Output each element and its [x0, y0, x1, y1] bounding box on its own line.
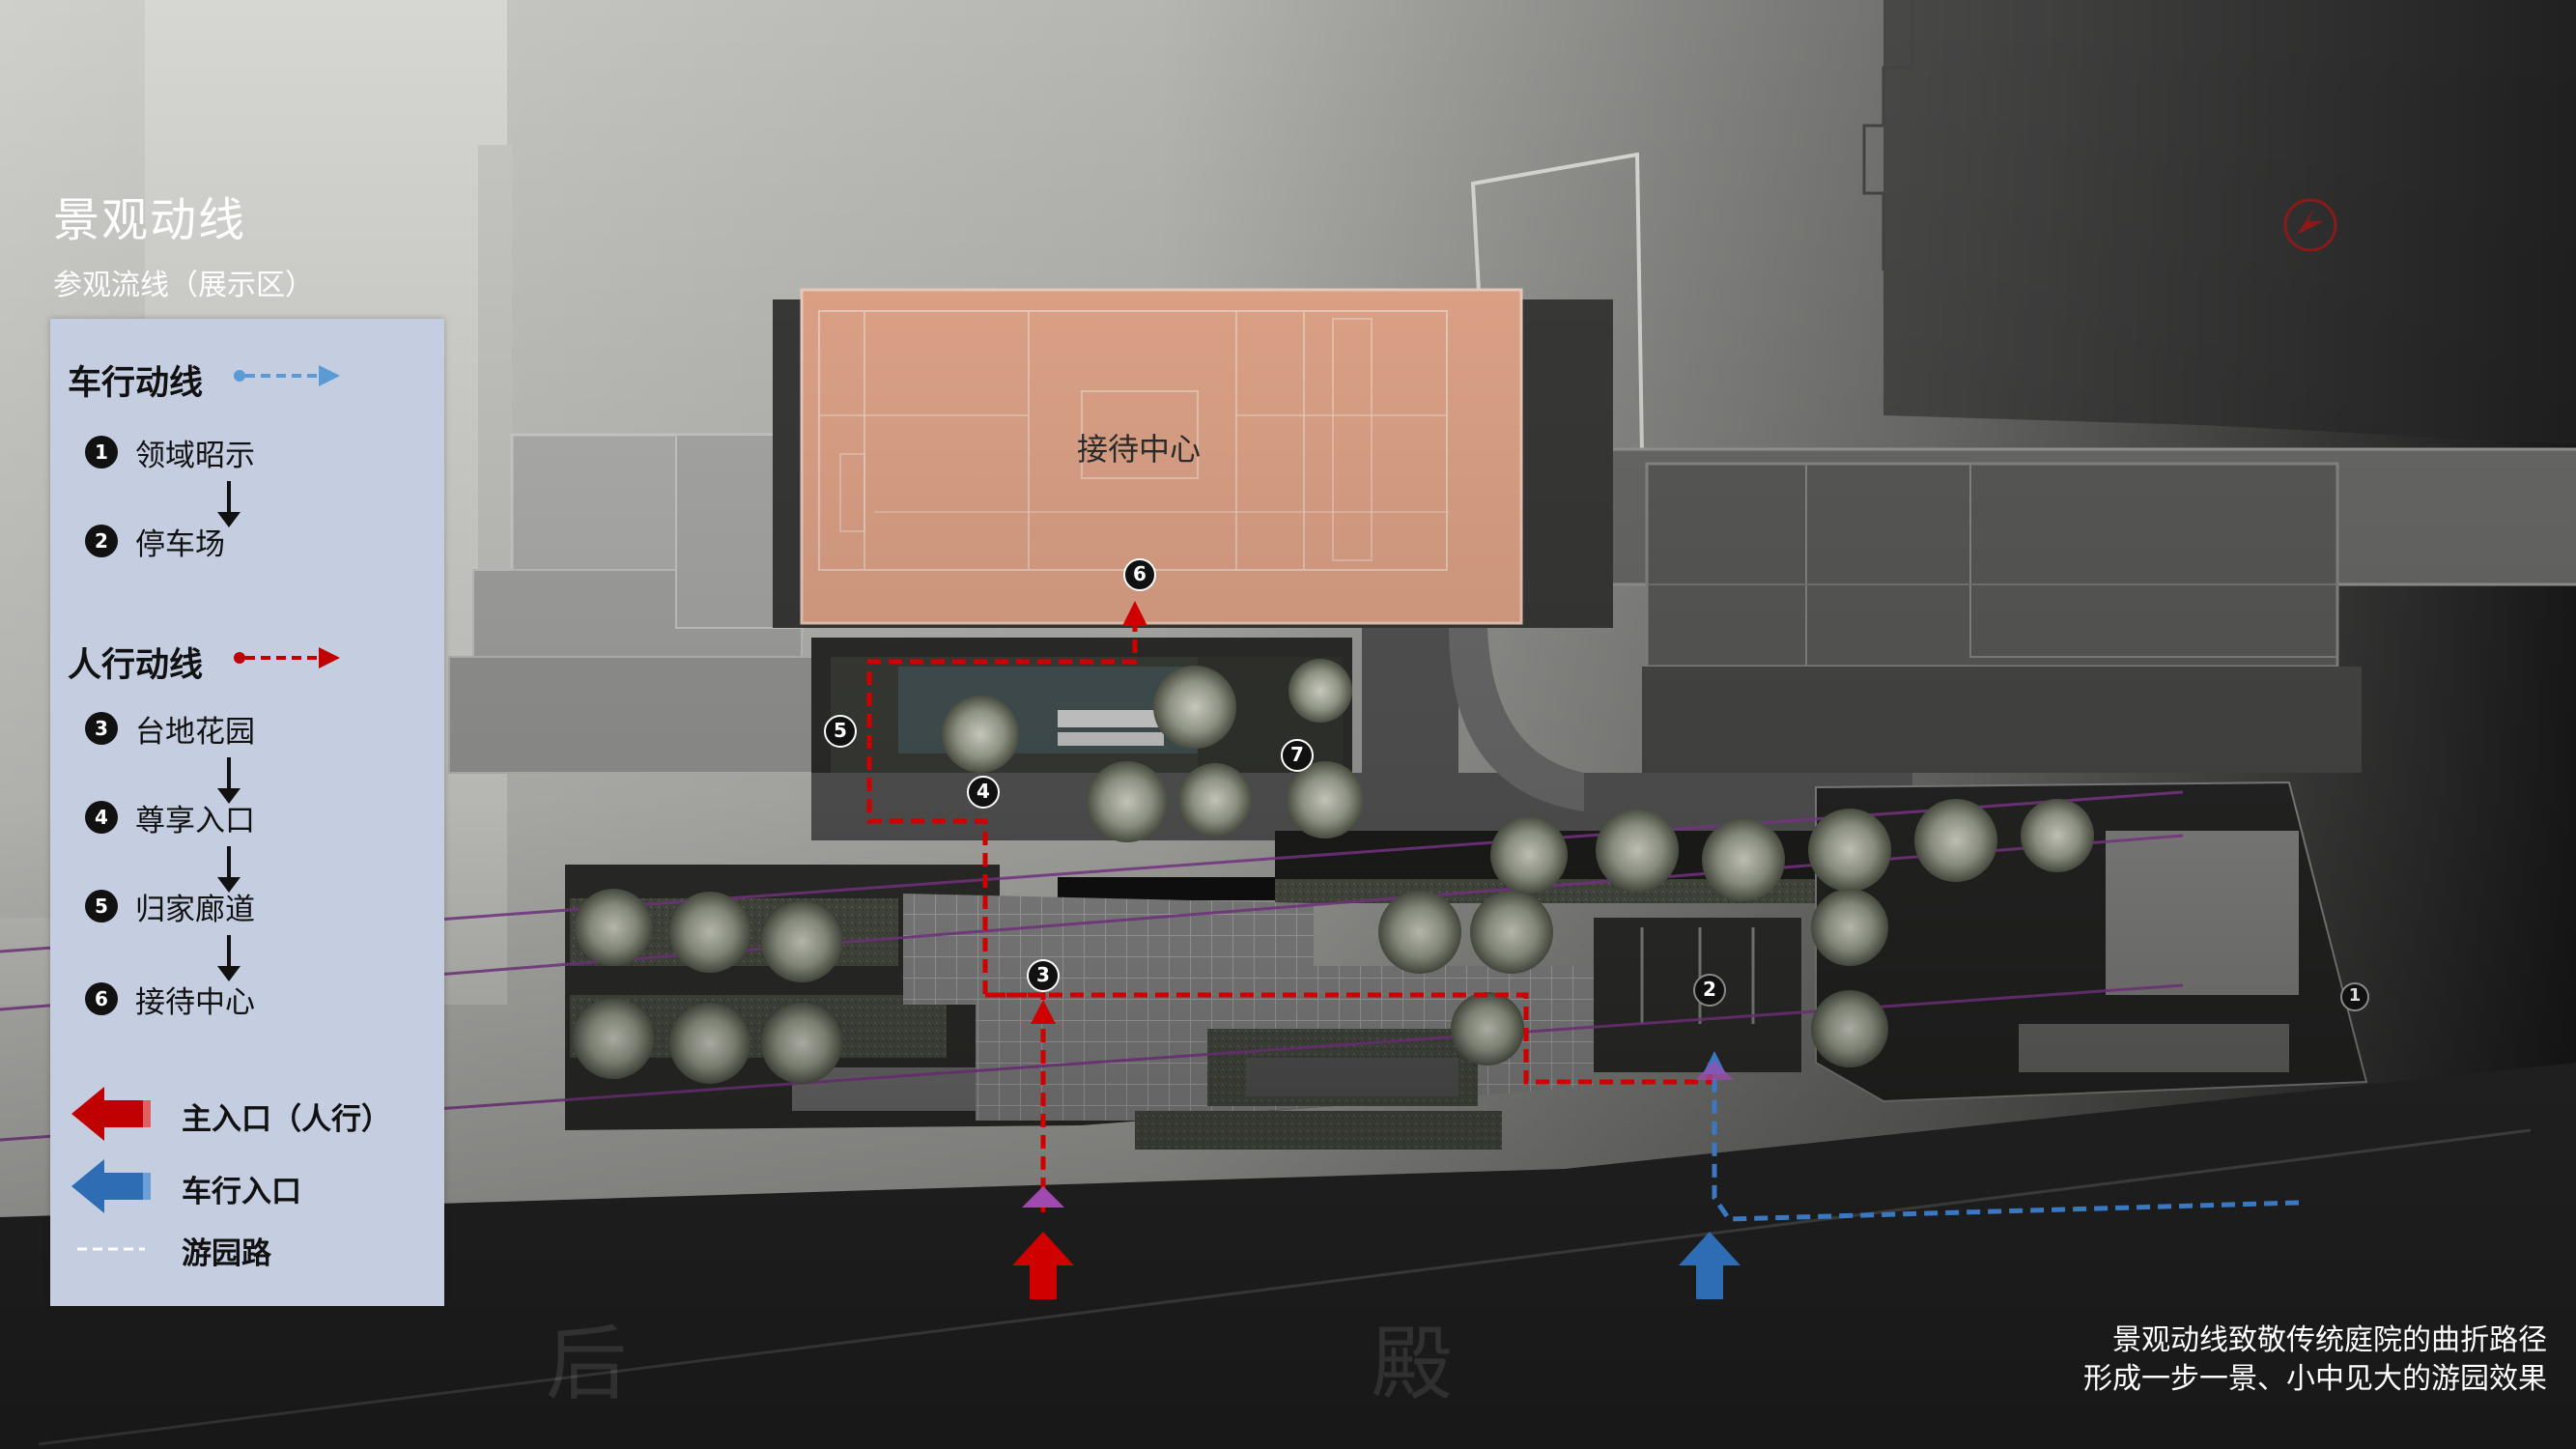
- page-title: 景观动线: [53, 193, 247, 247]
- legend-step-2: 2 停车场: [85, 520, 225, 562]
- down-arrow-icon: [217, 935, 241, 981]
- garden-path-label: 游园路: [182, 1236, 271, 1271]
- down-arrow-icon: [217, 846, 241, 893]
- red-arrow-left-icon: [71, 1087, 151, 1141]
- watermark-left: 后: [546, 1317, 628, 1411]
- step-number-badge: 6: [85, 982, 118, 1015]
- legend-step-6: 6 接待中心: [85, 978, 255, 1020]
- page-subtitle: 参观流线（展示区）: [53, 269, 314, 302]
- down-arrow-icon: [217, 757, 241, 804]
- legend-step-5: 5 归家廊道: [85, 885, 255, 927]
- main-entrance-label: 主入口（人行）: [182, 1102, 391, 1137]
- step-number-badge: 3: [85, 712, 118, 745]
- vehicle-route: [1712, 1067, 2300, 1222]
- step-number-badge: 4: [85, 801, 118, 834]
- caption-line-2: 形成一步一景、小中见大的游园效果: [2083, 1362, 2547, 1396]
- plan-markers: [824, 558, 2369, 1011]
- watermark-right: 殿: [1372, 1317, 1454, 1411]
- legend-step-1: 1 领域昭示: [85, 431, 255, 473]
- legend-panel: 车行动线 1 领域昭示 2 停车场 人行动线 3 台地花园 4 尊享入口 5 归…: [50, 319, 444, 1306]
- plan-marker-2: 2: [1703, 978, 1716, 1001]
- vehicle-route-line-icon: [234, 365, 340, 386]
- pedestrian-entrance-arrow-icon: [1012, 1232, 1074, 1299]
- step-label: 停车场: [135, 526, 225, 562]
- step-label: 归家廊道: [135, 892, 255, 927]
- legend-step-4: 4 尊享入口: [85, 796, 255, 838]
- step-label: 领域昭示: [135, 438, 255, 473]
- step-label: 台地花园: [135, 714, 255, 750]
- garden-path-line-icon: [77, 1247, 145, 1251]
- vehicle-entrance-label: 车行入口: [182, 1175, 301, 1209]
- plan-marker-1: 1: [2348, 985, 2362, 1006]
- vehicle-entrance-arrow-icon: [1679, 1232, 1741, 1299]
- blue-arrow-left-icon: [71, 1159, 151, 1213]
- step-number-badge: 2: [85, 525, 118, 557]
- vehicle-route-heading: 车行动线: [68, 364, 204, 403]
- pedestrian-route-heading: 人行动线: [68, 646, 204, 685]
- caption-line-1: 景观动线致敬传统庭院的曲折路径: [2112, 1323, 2547, 1357]
- plan-marker-4: 4: [977, 780, 990, 803]
- reception-label: 接待中心: [1077, 431, 1202, 468]
- plan-marker-7: 7: [1290, 743, 1304, 766]
- step-label: 尊享入口: [135, 803, 255, 838]
- pedestrian-route-line-icon: [234, 647, 340, 668]
- legend-step-3: 3 台地花园: [85, 707, 255, 750]
- step-number-badge: 5: [85, 890, 118, 923]
- plan-marker-3: 3: [1036, 963, 1050, 986]
- step-number-badge: 1: [85, 436, 118, 469]
- plan-marker-5: 5: [834, 719, 847, 742]
- step-label: 接待中心: [135, 984, 255, 1020]
- plan-marker-6: 6: [1133, 562, 1146, 585]
- down-arrow-icon: [217, 481, 241, 527]
- north-arrow-icon: [2283, 198, 2337, 252]
